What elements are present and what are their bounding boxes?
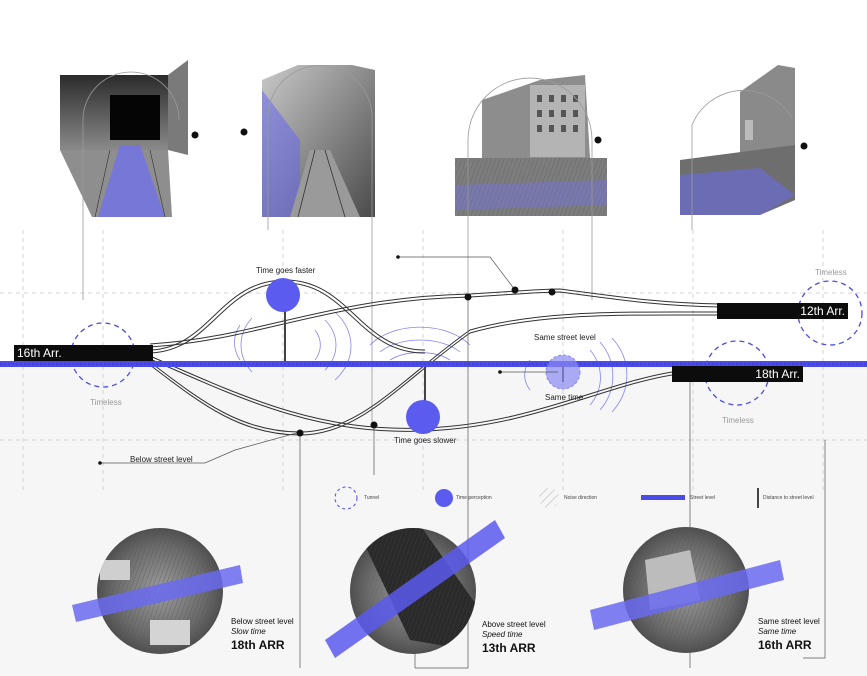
caption-16th-level: Same street level	[758, 617, 820, 626]
photo-elevated-rail	[680, 65, 795, 215]
district-18-label: 18th Arr.	[755, 367, 800, 381]
time-faster-circle	[266, 278, 300, 312]
legend-distance: Distance to street level	[763, 495, 814, 501]
caption-18th-time: Slow time	[231, 627, 266, 636]
legend-noise-direction: Noise direction	[564, 495, 598, 501]
caption-18th: Below street level Slow time 18th ARR	[231, 617, 294, 653]
caption-16th: Same street level Same time 16th ARR	[758, 617, 820, 653]
aerial-map-13th	[325, 520, 505, 658]
caption-13th: Above street level Speed time 13th ARR	[482, 620, 546, 656]
aerial-map-18th	[72, 528, 243, 654]
timeless-right-bottom-label: Timeless	[722, 416, 754, 425]
rail-tracks	[149, 279, 721, 436]
district-16-label: 16th Arr.	[17, 346, 62, 360]
caption-13th-time: Speed time	[482, 630, 523, 639]
same-street-level-label: Same street level	[534, 333, 596, 342]
time-slower-circle	[406, 400, 440, 434]
photo-building-rail	[455, 75, 607, 216]
district-12-label: 12th Arr.	[800, 304, 845, 318]
caption-13th-arr: 13th ARR	[482, 641, 536, 655]
district-16-bar: 16th Arr.	[14, 345, 153, 361]
legend-tunnel: Tunnel	[364, 495, 380, 501]
photo-arches	[82, 65, 793, 428]
aerial-map-16th	[590, 527, 784, 653]
caption-18th-level: Below street level	[231, 617, 294, 626]
arch-end-dots	[191, 128, 808, 150]
timeless-right-top-label: Timeless	[815, 268, 847, 277]
legend-time-perception: Time perception	[456, 495, 492, 501]
photo-overgrown-rail	[262, 65, 375, 218]
caption-18th-arr: 18th ARR	[231, 638, 285, 652]
leader-lines	[100, 256, 826, 669]
below-street-level-label: Below street level	[130, 455, 193, 464]
caption-16th-time: Same time	[758, 627, 797, 636]
same-time-circle	[545, 354, 581, 390]
district-18-bar: 18th Arr.	[672, 366, 803, 382]
caption-13th-level: Above street level	[482, 620, 546, 629]
caption-16th-arr: 16th ARR	[758, 638, 812, 652]
time-faster-label: Time goes faster	[256, 266, 316, 275]
legend-street-level: Street level	[690, 495, 716, 501]
district-12-bar: 12th Arr.	[717, 303, 848, 319]
legend-symbols	[334, 486, 759, 510]
same-time-label: Same time	[545, 393, 584, 402]
timeless-left-label: Timeless	[90, 398, 122, 407]
time-slower-label: Time goes slower	[394, 436, 457, 445]
leader-dots	[98, 255, 556, 465]
photo-tunnel	[60, 60, 188, 218]
